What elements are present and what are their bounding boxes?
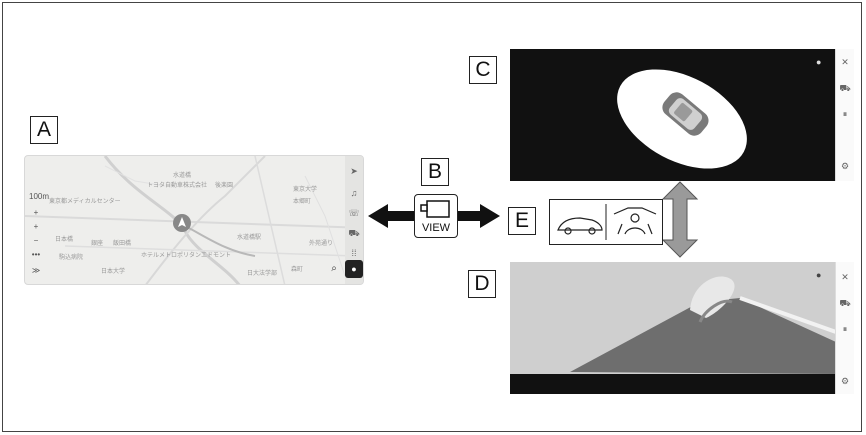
- map-roads: [25, 156, 363, 284]
- close-icon[interactable]: ✕: [841, 272, 849, 282]
- view-icons-svg: [557, 204, 657, 240]
- map-place-label: 日大法学部: [247, 270, 278, 277]
- label-e: E: [508, 207, 536, 235]
- view-button-label: VIEW: [421, 222, 451, 234]
- map-place-label: トヨタ自動車株式会社: [147, 182, 208, 189]
- camera-screen-overhead[interactable]: ● ✕ ⛟ ⏸ ⚙: [510, 49, 854, 181]
- map-place-label: 駒込病院: [59, 254, 84, 261]
- current-position-icon: [173, 214, 191, 232]
- navigation-map-screen[interactable]: 100m + + − ••• ≫ 水道橋 トヨタ自動車株式会社 東京都メディカル…: [24, 155, 364, 285]
- pause-icon[interactable]: ⏸: [842, 324, 848, 334]
- map-place-label: 森町: [291, 266, 304, 273]
- settings-icon[interactable]: ⚙: [840, 376, 850, 386]
- camera-side-toolbar: ✕ ⛟ ⏸ ⚙: [835, 262, 854, 394]
- camera-view-icon: [420, 200, 450, 218]
- map-more-icon[interactable]: •••: [31, 250, 41, 259]
- side-camera-view: [510, 262, 836, 394]
- navigation-icon[interactable]: ➤: [350, 166, 358, 176]
- label-c: C: [469, 56, 497, 84]
- view-button[interactable]: VIEW: [414, 194, 458, 238]
- map-place-label: 水道橋駅: [237, 234, 262, 241]
- pause-icon[interactable]: ⏸: [842, 109, 848, 119]
- map-place-label: 日本大学: [101, 268, 126, 275]
- camera-screen-side[interactable]: ● ✕ ⛟ ⏸ ⚙: [510, 262, 854, 394]
- car-icon[interactable]: ⛟: [839, 83, 851, 93]
- map-zoom-in-icon[interactable]: +: [33, 208, 39, 217]
- map-place-label: 本郷町: [293, 198, 312, 205]
- car-icon[interactable]: ⛟: [348, 228, 360, 238]
- label-b: B: [421, 158, 449, 186]
- view-mode-icons[interactable]: [549, 199, 663, 245]
- mic-icon[interactable]: ●: [816, 57, 822, 67]
- label-a: A: [30, 116, 58, 144]
- map-place-label: 後楽園: [215, 182, 234, 189]
- map-place-label: 東京都メディカルセンター: [49, 198, 121, 205]
- map-place-label: 銀座: [91, 240, 104, 247]
- camera-side-toolbar: ✕ ⛟ ⏸ ⚙: [835, 49, 854, 181]
- map-place-label: 日本橋: [55, 236, 74, 243]
- overhead-camera-view: [617, 69, 747, 169]
- map-zoom-in-button[interactable]: +: [33, 222, 39, 231]
- map-place-label: 外苑通り: [309, 240, 334, 247]
- map-scale: 100m: [29, 192, 50, 201]
- close-icon[interactable]: ✕: [841, 57, 849, 67]
- car-side-view-icon[interactable]: [557, 217, 603, 235]
- map-place-label: ホテルメトロポリタンエドモント: [141, 252, 232, 259]
- map-collapse-icon[interactable]: ≫: [31, 266, 41, 275]
- settings-icon[interactable]: ⚙: [840, 161, 850, 171]
- music-icon[interactable]: ♫: [350, 188, 358, 198]
- apps-icon[interactable]: ⁞⁞: [351, 248, 357, 258]
- phone-icon[interactable]: ☏: [348, 208, 360, 218]
- mic-icon[interactable]: ●: [816, 270, 822, 280]
- driver-view-icon[interactable]: [613, 207, 657, 235]
- search-icon[interactable]: ⌕: [331, 263, 337, 274]
- mic-icon[interactable]: ●: [345, 260, 363, 278]
- map-place-label: 水道橋: [173, 172, 192, 179]
- map-zoom-out-button[interactable]: −: [33, 236, 39, 245]
- car-icon[interactable]: ⛟: [839, 298, 851, 308]
- map-place-label: 東京大学: [293, 186, 318, 193]
- map-left-controls: 100m + + − ••• ≫: [25, 156, 50, 284]
- map-place-label: 飯田橋: [113, 240, 132, 247]
- label-d: D: [468, 270, 496, 298]
